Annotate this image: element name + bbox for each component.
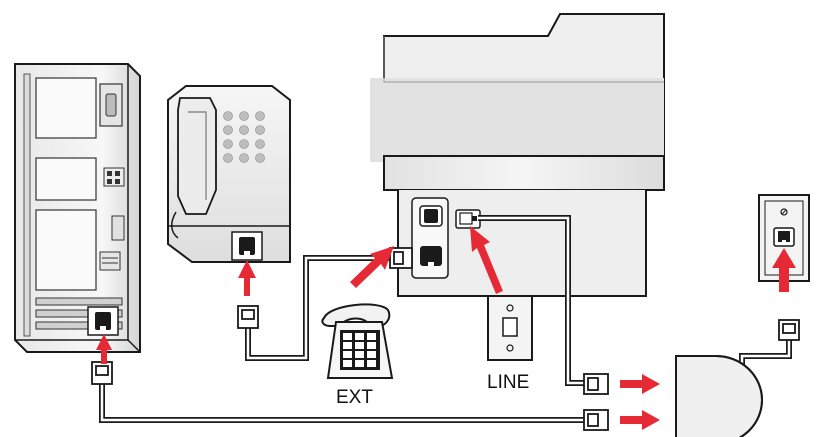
rj11-plug — [91, 247, 800, 431]
ext-label: EXT — [336, 387, 373, 408]
wall-phone-jack — [758, 194, 810, 282]
multifunction-printer — [370, 13, 665, 297]
desk-telephone — [321, 303, 394, 379]
red-arrow — [96, 226, 796, 430]
line-wall-jack — [487, 295, 533, 361]
phone-line-splitter — [675, 355, 763, 437]
phone-cables-inner — [100, 216, 791, 422]
fax-machine — [167, 85, 291, 263]
computer-tower — [14, 63, 141, 353]
line-label: LINE — [487, 372, 529, 393]
